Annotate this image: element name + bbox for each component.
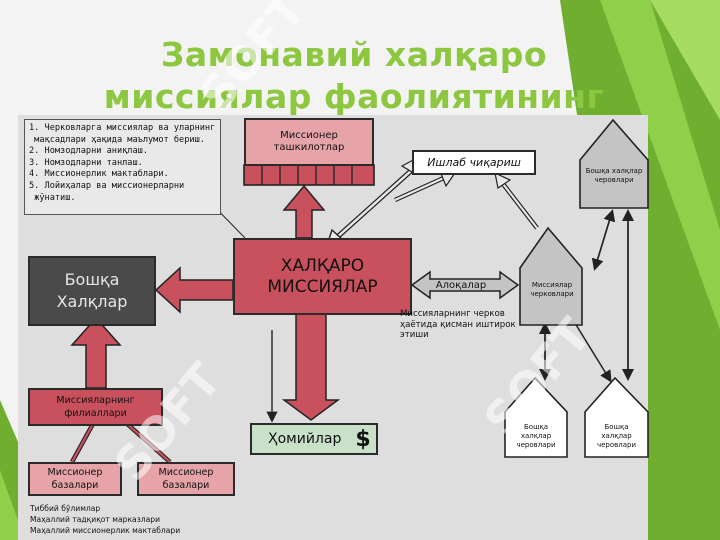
relations-note: Миссияларнинг черков ҳаётида қисман ишти… <box>400 309 525 341</box>
branches-line2: филиаллари <box>64 408 127 419</box>
other-churches-top-line2: черовлари <box>594 176 634 184</box>
missionary-base-left-box: Миссионер базалари <box>28 462 122 496</box>
bottom-list: Тиббий бўлимлар Маҳаллий тадқиқот марказ… <box>30 503 180 536</box>
relations-note-line1: Миссияларнинг черков <box>400 309 505 319</box>
arrow-to-orgs <box>282 184 326 239</box>
base-right-line1: Миссионер <box>158 467 214 478</box>
mission-branches-box: Миссияларнинг филиаллари <box>28 388 163 426</box>
slide-title-line1: Замонавий халқаро <box>160 35 548 74</box>
other-church-right-shape <box>584 376 649 458</box>
other-churches-left-label: Бошқа халқлар черовлари <box>505 423 567 450</box>
mission-church-shape <box>519 226 583 326</box>
missionary-orgs-line1: Миссионер <box>280 130 338 141</box>
mission-churches-line1: Миссиялар <box>531 281 573 289</box>
mission-churches-label: Миссиялар черковлари <box>522 281 582 299</box>
relations-note-line2: ҳаётида қисман иштирок <box>400 319 516 330</box>
other-churches-right-line3: черовлари <box>596 441 637 449</box>
base-left-line2: базалари <box>51 480 99 491</box>
other-church-left-shape <box>504 376 568 458</box>
arrow-to-other-peoples <box>154 266 234 314</box>
other-churches-top-line1: Бошқа халқлар <box>585 167 643 175</box>
missionary-base-right-box: Миссионер базалари <box>137 462 235 496</box>
missionary-orgs-line2: ташкилотлар <box>273 142 345 153</box>
production-label: Ишлаб чиқариш <box>427 156 521 169</box>
list-item: Тиббий бўлимлар <box>30 504 101 513</box>
base-left-line1: Миссионер <box>47 467 103 478</box>
other-churches-left-line1: Бошқа <box>523 423 548 431</box>
production-box: Ишлаб чиқариш <box>412 150 536 175</box>
note-line: 4. Миссионерлик мактаблари. <box>29 169 169 180</box>
other-peoples-box: Бошқа Халқлар <box>28 256 156 326</box>
sponsors-label: Ҳомийлар <box>268 431 342 447</box>
other-churches-top-label: Бошқа халқлар черовлари <box>580 167 648 185</box>
note-line: 5. Лойиҳалар ва миссионерларни <box>29 180 185 191</box>
other-peoples-line2: Халқлар <box>56 292 128 311</box>
other-churches-right-line2: халқлар <box>601 432 632 440</box>
center-line1: ХАЛҚАРО <box>280 255 365 276</box>
other-churches-left-line3: черовлари <box>516 441 556 449</box>
note-line: мақсадлари ҳақида маълумот бериш. <box>29 134 205 145</box>
center-line2: МИССИЯЛАР <box>267 276 378 297</box>
other-churches-left-line2: халқлар <box>520 432 552 440</box>
base-right-line2: базалари <box>162 480 210 491</box>
branches-line1: Миссияларнинг <box>56 395 135 406</box>
missionary-orgs-box: Миссионер ташкилотлар <box>244 118 374 166</box>
other-churches-right-label: Бошқа халқлар черовлари <box>585 423 648 450</box>
other-church-top-shape <box>579 118 649 209</box>
other-peoples-line1: Бошқа <box>64 270 120 289</box>
dollar-icon: $ <box>355 426 371 452</box>
sponsors-box: Ҳомийлар $ <box>250 423 378 455</box>
international-missions-box: ХАЛҚАРО МИССИЯЛАР <box>233 238 412 315</box>
arrow-to-branches <box>70 316 122 389</box>
note-line: 1. Черковларга миссиялар ва уларнинг <box>29 123 216 133</box>
list-item: Маҳаллий тадқиқот марказлари <box>30 515 161 524</box>
other-churches-right-line1: Бошқа <box>604 423 629 431</box>
steps-note: 1. Черковларга миссиялар ва уларнинг мақ… <box>24 119 221 215</box>
note-line: жўнатиш. <box>29 192 76 203</box>
relations-note-line3: этиши <box>400 330 429 340</box>
note-line: 3. Номзодларни танлаш. <box>29 157 143 168</box>
arrow-to-sponsors <box>281 313 341 421</box>
slide-title-line2: миссиялар фаолиятининг <box>103 77 605 116</box>
arrow-relations <box>410 270 520 300</box>
mission-churches-line2: черковлари <box>530 290 574 298</box>
note-line: 2. Номзодларни аниқлаш. <box>29 146 148 157</box>
list-item: Маҳаллий миссионерлик мактаблари <box>30 526 181 535</box>
relations-label: Алоқалар <box>435 280 487 291</box>
